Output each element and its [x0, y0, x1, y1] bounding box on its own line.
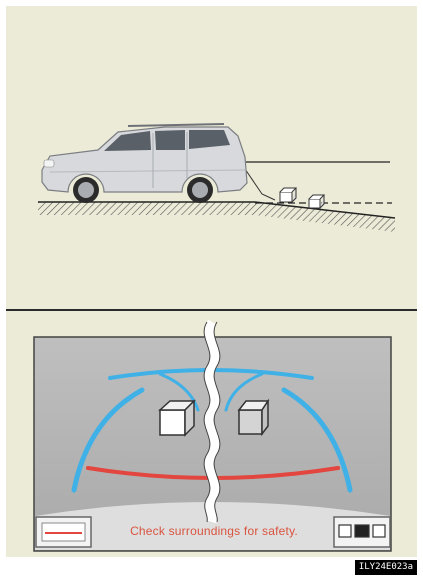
screen-box-left-icon [160, 401, 194, 435]
guide-lines-toggle-button[interactable] [334, 517, 390, 547]
screen-box-right-icon [239, 401, 268, 434]
screen-mode-button[interactable] [36, 517, 91, 547]
safety-warning-message: Check surroundings for safety. [98, 524, 330, 538]
image-code-label: ILY24E023a [355, 560, 417, 575]
